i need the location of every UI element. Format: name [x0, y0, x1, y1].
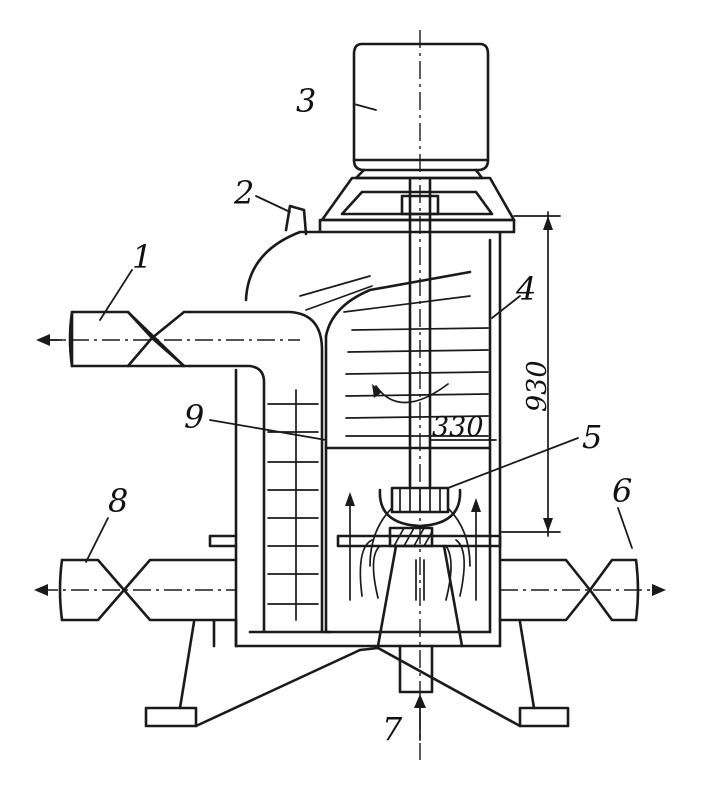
side-pipe-8: [34, 534, 238, 622]
outer-vessel: [234, 230, 502, 648]
inlet-2: [284, 204, 308, 236]
label-7: 7: [382, 710, 403, 748]
label-5: 5: [582, 418, 602, 456]
dimension-930: [499, 211, 561, 537]
outlet-pipe-1: [36, 310, 332, 634]
flow-arrows: [345, 492, 481, 601]
side-pipe-6: [498, 558, 666, 622]
inlet-cone-7: [376, 544, 464, 741]
label-4: 4: [515, 270, 536, 308]
motor: [320, 42, 516, 222]
rotation-arrow: [372, 383, 449, 404]
support-legs: [144, 618, 570, 728]
inner-vessel: [324, 238, 492, 634]
impeller: [378, 486, 462, 528]
label-1: 1: [132, 238, 152, 276]
grid-plate: [336, 526, 502, 548]
top-plate: [318, 218, 516, 234]
label-2: 2: [233, 174, 254, 212]
dimension-330-label: 330: [432, 412, 484, 443]
label-9: 9: [184, 398, 204, 436]
dimension-930-label: 930: [522, 360, 553, 412]
label-6: 6: [612, 472, 632, 510]
leader-lines: [85, 103, 633, 563]
label-3: 3: [296, 82, 316, 120]
liquid-lines: [267, 275, 489, 621]
label-8: 8: [108, 482, 128, 520]
